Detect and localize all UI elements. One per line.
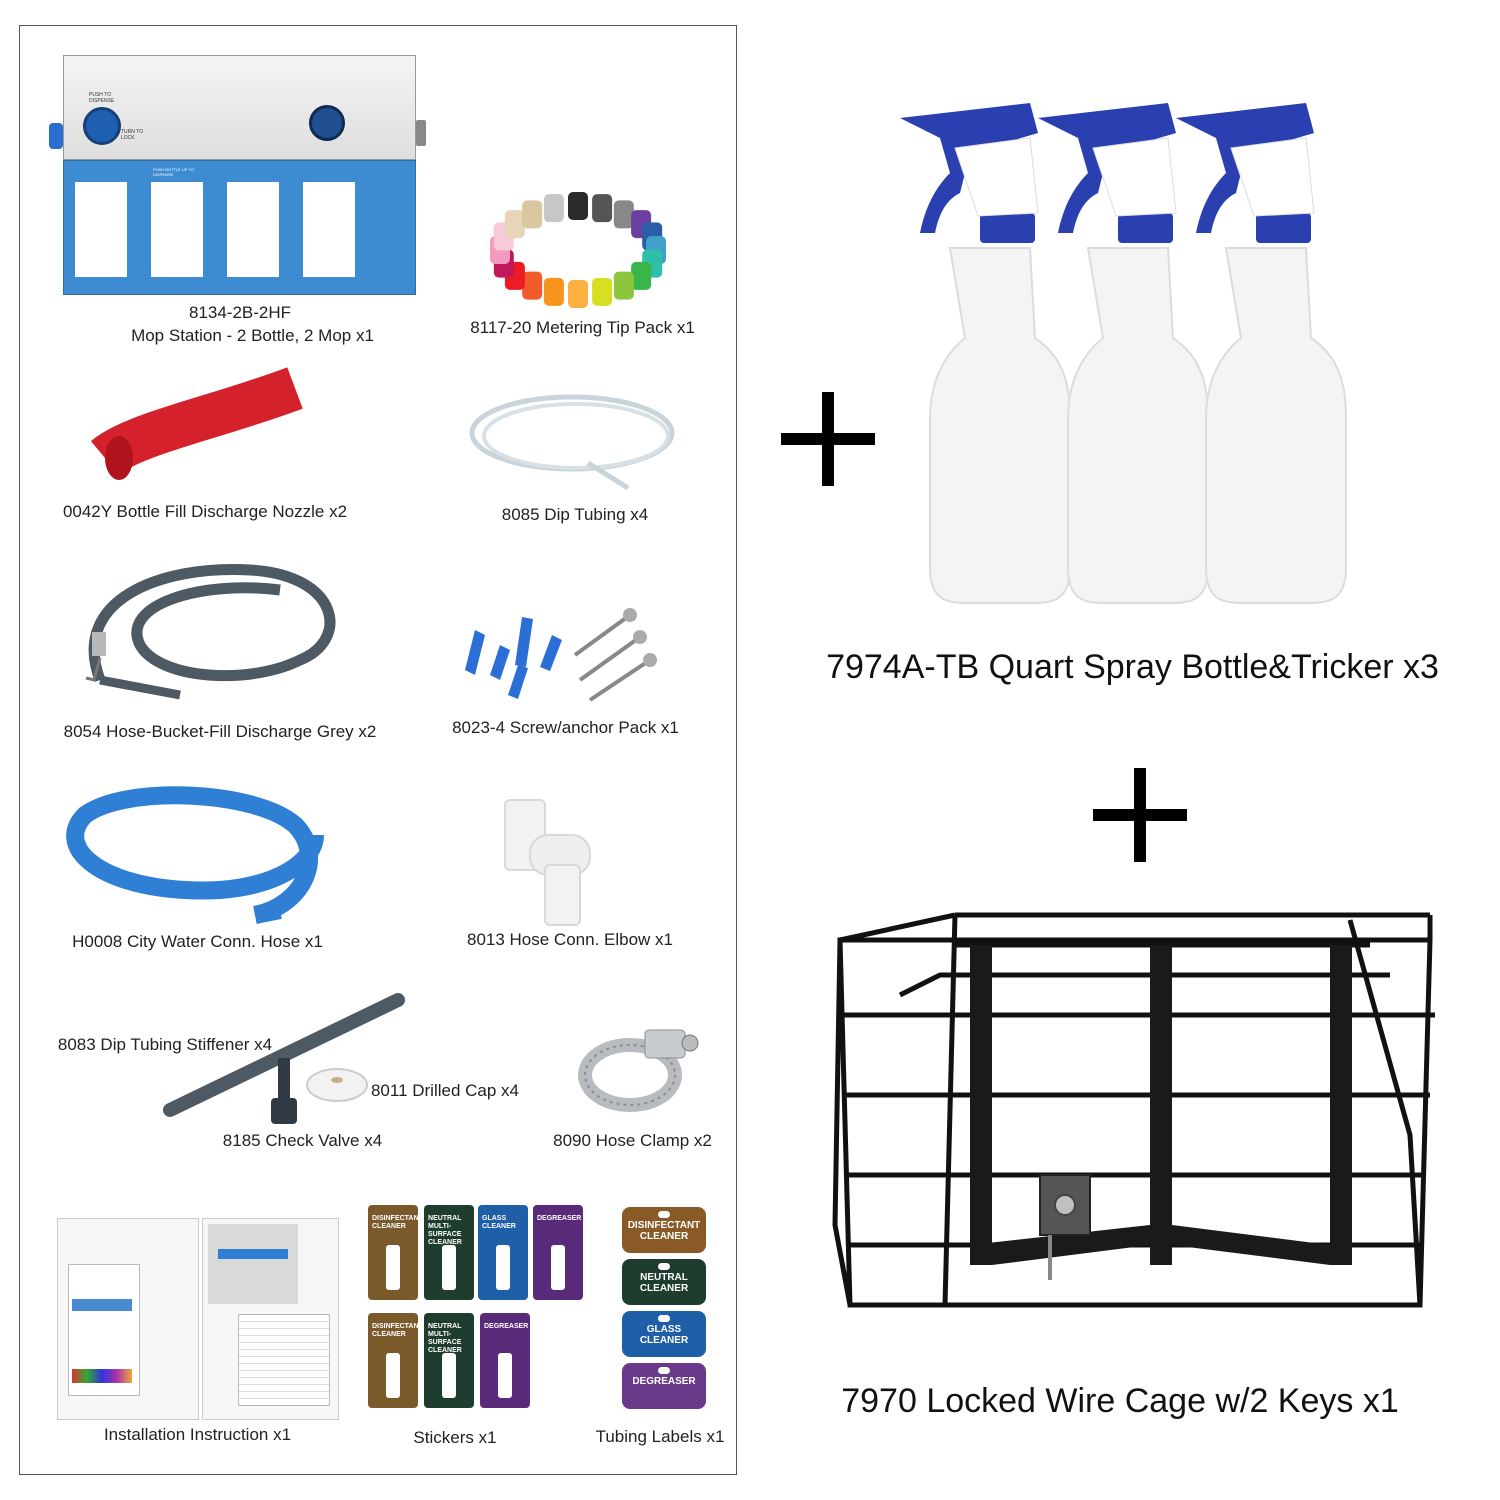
mop-station-image: PUSH TO DISPENSE TURN TO LOCK PUSH BOTTL… xyxy=(49,55,426,295)
item-label-mop-station-part: 8134-2B-2HF xyxy=(188,303,292,322)
sticker: DEGREASER xyxy=(480,1313,530,1408)
discharge-nozzle-image xyxy=(90,367,303,480)
sticker-text: DISINFECTANT CLEANER xyxy=(372,1215,423,1230)
sticker-text: NEUTRAL MULTI-SURFACE CLEANER xyxy=(428,1215,462,1246)
tubing-label-text: GLASS CLEANER xyxy=(639,1324,689,1346)
sticker: GLASS CLEANER xyxy=(478,1205,528,1300)
tubing-label: NEUTRAL CLEANER xyxy=(622,1259,706,1305)
grey-hose-image xyxy=(85,564,336,700)
sticker: DEGREASER xyxy=(533,1205,583,1300)
parts-panel xyxy=(19,25,737,1475)
tubing-label-text: DISINFECTANT CLEANER xyxy=(627,1220,701,1242)
tubing-label-text: DEGREASER xyxy=(632,1376,696,1387)
sticker: NEUTRAL MULTI-SURFACE CLEANER xyxy=(424,1313,474,1408)
dip-tubing-image xyxy=(469,394,675,491)
sticker-text: NEUTRAL MULTI-SURFACE CLEANER xyxy=(428,1323,462,1354)
wire-cage-label: 7970 Locked Wire Cage w/2 Keys x1 xyxy=(841,1382,1399,1420)
spray-bottle-label: 7974A-TB Quart Spray Bottle&Tricker x3 xyxy=(826,648,1439,686)
wire-cage-image xyxy=(832,912,1435,1308)
item-label-check-valve: 8185 Check Valve x4 xyxy=(222,1131,383,1150)
item-label-tubing-labels: Tubing Labels x1 xyxy=(595,1427,725,1446)
sticker: DISINFECTANT CLEANER xyxy=(368,1313,423,1408)
item-label-drilled-cap: 8011 Drilled Cap x4 xyxy=(370,1081,520,1100)
screw-anchor-image xyxy=(465,608,657,702)
item-label-dip-tubing: 8085 Dip Tubing x4 xyxy=(501,505,649,524)
sticker: DISINFECTANT CLEANER xyxy=(368,1205,423,1300)
push-bottle-text: PUSH BOTTLE UP TO DISPENSE xyxy=(153,167,194,177)
installation-sheet-image-2 xyxy=(202,1218,339,1420)
item-label-hose-clamp: 8090 Hose Clamp x2 xyxy=(553,1131,712,1150)
item-label-grey-hose: 8054 Hose-Bucket-Fill Discharge Grey x2 xyxy=(63,722,377,741)
sticker: NEUTRAL MULTI-SURFACE CLEANER xyxy=(424,1205,474,1300)
item-label-metering-tip: 8117-20 Metering Tip Pack x1 xyxy=(470,318,695,337)
hose-clamp-image xyxy=(578,1029,699,1112)
plus-icon xyxy=(1093,768,1187,862)
sticker-text: DEGREASER xyxy=(484,1323,529,1330)
item-label-city-water-hose: H0008 City Water Conn. Hose x1 xyxy=(72,932,323,951)
installation-sheet-image xyxy=(57,1218,199,1420)
tubing-label-text: NEUTRAL CLEANER xyxy=(639,1272,689,1294)
item-label-stickers: Stickers x1 xyxy=(413,1428,497,1447)
item-label-installation: Installation Instruction x1 xyxy=(103,1425,292,1444)
tubing-label: DEGREASER xyxy=(622,1363,706,1409)
turn-to-lock-text: TURN TO LOCK xyxy=(121,129,144,141)
tubing-label: DISINFECTANT CLEANER xyxy=(622,1207,706,1253)
sticker-text: GLASS CLEANER xyxy=(482,1215,516,1230)
plus-icon xyxy=(781,392,875,486)
sticker-text: DEGREASER xyxy=(537,1215,582,1222)
item-label-screw-anchor: 8023-4 Screw/anchor Pack x1 xyxy=(452,718,679,737)
item-label-mop-station: Mop Station - 2 Bottle, 2 Mop x1 xyxy=(131,326,374,345)
city-water-hose-image xyxy=(66,786,324,924)
item-label-hose-elbow: 8013 Hose Conn. Elbow x1 xyxy=(466,930,674,949)
item-label-stiffener: 8083 Dip Tubing Stiffener x4 xyxy=(57,1035,273,1054)
tubing-label: GLASS CLEANER xyxy=(622,1311,706,1357)
hose-elbow-image xyxy=(504,799,591,926)
push-to-dispense-text: PUSH TO DISPENSE xyxy=(89,92,115,104)
spray-bottles-image xyxy=(900,103,1347,604)
sticker-text: DISINFECTANT CLEANER xyxy=(372,1323,423,1338)
metering-tip-ring-image xyxy=(490,192,666,308)
stiffener-valve-cap-image xyxy=(163,993,405,1124)
item-label-discharge-nozzle: 0042Y Bottle Fill Discharge Nozzle x2 xyxy=(62,502,348,521)
